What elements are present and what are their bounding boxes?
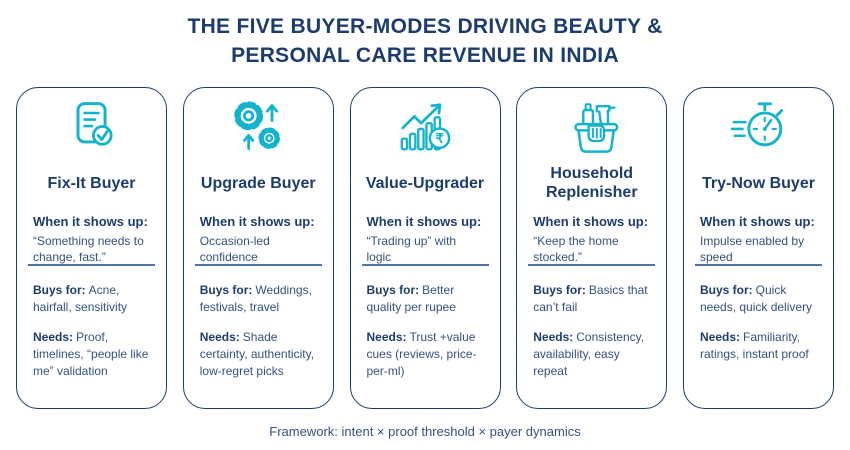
when-label: When it shows up: bbox=[33, 214, 148, 229]
needs: Needs:Shade certainty, authenticity, low… bbox=[200, 329, 317, 380]
when-label: When it shows up: bbox=[366, 214, 482, 229]
buys-for: Buys for:Better quality per rupee bbox=[367, 282, 484, 316]
detail-section: Buys for:Weddings, festivals, travel Nee… bbox=[184, 266, 333, 380]
buys-for-label: Buys for: bbox=[33, 283, 86, 297]
when-section: When it shows up: “Something needs to ch… bbox=[17, 208, 166, 264]
when-text: Impulse enabled by speed bbox=[700, 234, 805, 264]
framework-note: Framework: intent × proof threshold × pa… bbox=[269, 424, 581, 439]
card-title: Value-Upgrader bbox=[365, 174, 485, 192]
buys-for-text: Weddings, festivals, travel bbox=[199, 283, 312, 314]
buys-for: Buys for:Quick needs, quick delivery bbox=[700, 282, 817, 316]
rupee-symbol: ₹ bbox=[435, 131, 444, 146]
needs-label: Needs: bbox=[700, 330, 741, 344]
when-section: When it shows up: Impulse enabled by spe… bbox=[684, 208, 833, 264]
card-value-upgrader: ₹ Value-Upgrader When it shows up: “Trad… bbox=[349, 87, 501, 409]
when-text: “Something needs to change, fast.” bbox=[33, 234, 144, 264]
divider bbox=[528, 264, 656, 266]
needs-text: Proof, timelines, “people like me” valid… bbox=[33, 330, 149, 378]
buys-for-text: Basics that can’t fail bbox=[533, 283, 648, 314]
page-title-line1: THE FIVE BUYER-MODES DRIVING BEAUTY & bbox=[187, 15, 663, 38]
when-section: When it shows up: “Trading up” with logi… bbox=[351, 208, 500, 264]
buys-for-text: Quick needs, quick delivery bbox=[700, 283, 813, 314]
buys-for-text: Better quality per rupee bbox=[366, 283, 456, 314]
divider bbox=[361, 264, 489, 266]
buys-for-label: Buys for: bbox=[533, 283, 586, 297]
when-label: When it shows up: bbox=[199, 214, 315, 229]
needs-label: Needs: bbox=[366, 330, 407, 344]
needs-label: Needs: bbox=[199, 330, 240, 344]
card-title: Try-Now Buyer bbox=[702, 174, 815, 192]
page-title-line2: PERSONAL CARE REVENUE IN INDIA bbox=[231, 44, 619, 67]
needs: Needs:Familiarity, ratings, instant proo… bbox=[700, 329, 817, 363]
buyer-cards-row: Fix-It Buyer When it shows up: “Somethin… bbox=[0, 87, 850, 409]
card-try-now-buyer: Try-Now Buyer When it shows up: Impulse … bbox=[683, 87, 834, 409]
detail-section: Buys for:Acne, hairfall, sensitivity Nee… bbox=[17, 266, 166, 380]
buys-for: Buys for:Basics that can’t fail bbox=[533, 282, 650, 316]
needs-text: Trust +value cues (reviews, price-per-ml… bbox=[366, 330, 477, 378]
detail-section: Buys for:Better quality per rupee Needs:… bbox=[351, 266, 500, 380]
divider bbox=[695, 264, 822, 266]
needs: Needs:Proof, timelines, “people like me”… bbox=[33, 329, 150, 380]
buys-for-label: Buys for: bbox=[366, 283, 420, 297]
card-fix-it-buyer: Fix-It Buyer When it shows up: “Somethin… bbox=[16, 87, 167, 409]
needs: Needs:Consistency, availability, easy re… bbox=[533, 329, 650, 380]
card-title: Fix-It Buyer bbox=[47, 174, 136, 192]
when-section: When it shows up: “Keep the home stocked… bbox=[517, 208, 666, 264]
cleaning-basket-icon bbox=[517, 96, 666, 158]
when-label: When it shows up: bbox=[533, 214, 649, 229]
needs-text: Consistency, availability, easy repeat bbox=[533, 330, 645, 378]
growth-chart-rupee-icon: ₹ bbox=[351, 96, 500, 158]
needs-text: Shade certainty, authenticity, low-regre… bbox=[199, 330, 315, 378]
divider bbox=[194, 264, 322, 266]
when-text: Occasion-led confidence bbox=[199, 234, 270, 264]
page-title: THE FIVE BUYER-MODES DRIVING BEAUTY & PE… bbox=[0, 0, 850, 70]
when-text: “Trading up” with logic bbox=[366, 234, 457, 264]
document-check-icon bbox=[17, 96, 166, 158]
needs-label: Needs: bbox=[533, 330, 574, 344]
detail-section: Buys for:Quick needs, quick delivery Nee… bbox=[684, 266, 833, 363]
needs-label: Needs: bbox=[33, 330, 74, 344]
divider bbox=[28, 264, 155, 266]
stopwatch-speed-icon bbox=[684, 96, 833, 158]
needs-text: Familiarity, ratings, instant proof bbox=[700, 330, 809, 361]
buys-for-label: Buys for: bbox=[700, 283, 753, 297]
when-label: When it shows up: bbox=[700, 214, 815, 229]
card-upgrade-buyer: Upgrade Buyer When it shows up: Occasion… bbox=[182, 87, 334, 409]
buys-for: Buys for:Weddings, festivals, travel bbox=[200, 282, 317, 316]
needs: Needs:Trust +value cues (reviews, price-… bbox=[367, 329, 484, 380]
when-section: When it shows up: Occasion-led confidenc… bbox=[184, 208, 333, 264]
buys-for-label: Buys for: bbox=[199, 283, 253, 297]
buys-for-text: Acne, hairfall, sensitivity bbox=[33, 283, 128, 314]
card-title: Household Replenisher bbox=[545, 165, 638, 201]
detail-section: Buys for:Basics that can’t fail Needs:Co… bbox=[517, 266, 666, 380]
card-title: Upgrade Buyer bbox=[200, 174, 316, 192]
card-household-replenisher: Household Replenisher When it shows up: … bbox=[516, 87, 668, 409]
gears-upgrade-icon bbox=[184, 96, 333, 158]
buys-for: Buys for:Acne, hairfall, sensitivity bbox=[33, 282, 150, 316]
when-text: “Keep the home stocked.” bbox=[533, 234, 619, 264]
